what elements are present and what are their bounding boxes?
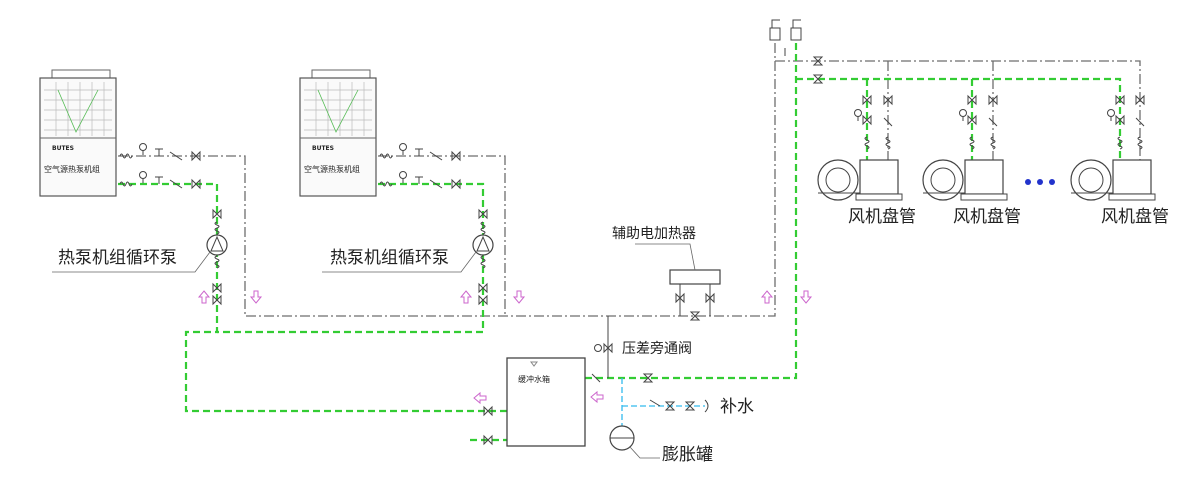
expansion-tank [609, 425, 660, 459]
unit-label-1: 空气源热泵机组 [44, 164, 100, 174]
fan-coil-2 [922, 95, 1008, 201]
fan-coil-label-3: 风机盘管 [1101, 207, 1169, 227]
circulation-pump-2 [472, 221, 494, 269]
supply-piping [118, 28, 1122, 442]
bypass-valve [594, 343, 613, 353]
aux-heater-piping [607, 283, 711, 378]
fan-coil-3 [1070, 95, 1156, 201]
air-vents [769, 19, 823, 84]
return-piping [118, 28, 1141, 317]
makeup-water-piping [621, 378, 705, 428]
fan-coil-label-2: 风机盘管 [953, 207, 1021, 227]
more-units-dots [1025, 179, 1055, 185]
fan-coil-label-1: 风机盘管 [848, 207, 916, 227]
pump-leader-1 [52, 251, 211, 273]
bypass-valve-label: 压差旁通阀 [622, 340, 692, 357]
makeup-water-label: 补水 [720, 397, 754, 417]
brand-logo: BUTES [312, 145, 334, 152]
buffer-tank-label: 缓冲水箱 [518, 374, 550, 384]
expansion-tank-label: 膨胀罐 [662, 445, 713, 465]
aux-heater-label: 辅助电加热器 [612, 226, 696, 242]
heat-pump-unit-2: BUTES 空气源热泵机组 [299, 69, 377, 197]
pump-label-2: 热泵机组循环泵 [330, 248, 449, 268]
buffer-tank [506, 357, 586, 447]
unit-1-fittings [119, 143, 222, 305]
pump-leader-2 [322, 251, 477, 273]
fan-coil-1 [817, 95, 903, 201]
heat-pump-unit-1: BUTES 空气源热泵机组 [39, 69, 117, 197]
tank-valves [483, 373, 709, 445]
circulation-pump-1 [206, 221, 228, 269]
brand-logo: BUTES [52, 145, 74, 152]
unit-2-fittings [379, 143, 488, 305]
aux-electric-heater [635, 243, 721, 321]
pump-label-1: 热泵机组循环泵 [58, 248, 177, 268]
unit-label-2: 空气源热泵机组 [304, 164, 360, 174]
